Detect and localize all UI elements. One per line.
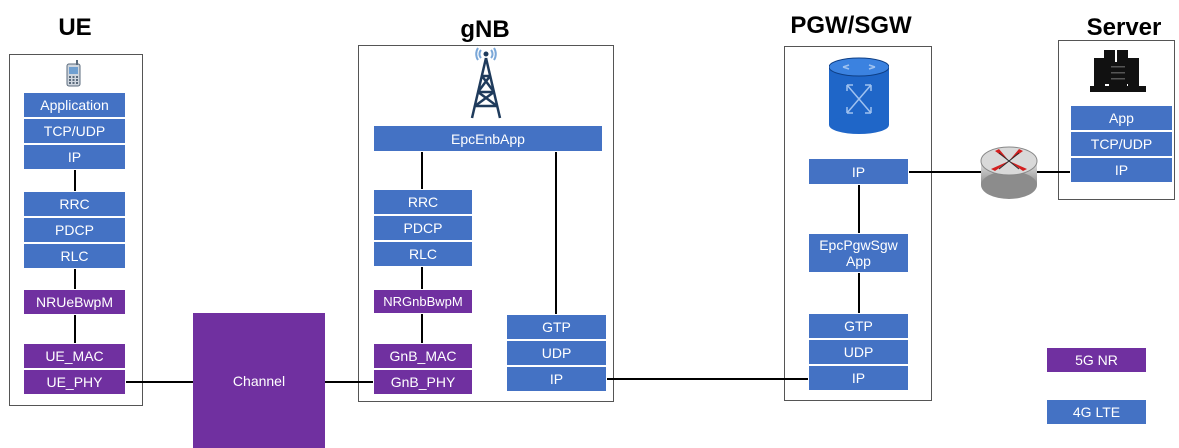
legend-5g-nr: 5G NR [1046,347,1147,373]
gnb-gtp-stack: GTP UDP IP [506,314,607,392]
gnb-rrc-stack: RRC PDCP RLC [373,189,473,267]
gnb-bwpm-block: NRGnbBwpM [373,289,473,314]
ue-pdcp-layer: PDCP [23,217,126,243]
ue-title: UE [58,14,92,41]
ue-mac-layer: UE_MAC [23,343,126,369]
pgw-gtp-layer: GTP [808,313,909,339]
gnb-mac-layer: GnB_MAC [373,343,473,369]
ue-application-layer: Application [23,92,126,118]
gnb-epc-app-block: EpcEnbApp [373,125,603,152]
ue-rrc-layer: RRC [23,191,126,217]
pgw-app-block: EpcPgwSgw App [808,233,909,273]
pgw-ip-top-block: IP [808,158,909,185]
ue-bwpm-block: NRUeBwpM [23,289,126,315]
pgw-gtp-stack: GTP UDP IP [808,313,909,391]
pgw-udp-layer: UDP [808,339,909,365]
server-tcp-udp-layer: TCP/UDP [1070,131,1173,157]
gnb-rlc-layer: RLC [373,241,473,267]
ue-phy-layer: UE_PHY [23,369,126,395]
gnb-ip-layer: IP [506,366,607,392]
ue-mac-phy-stack: UE_MAC UE_PHY [23,343,126,395]
ue-app-stack: Application TCP/UDP IP [23,92,126,170]
ue-tcp-udp-layer: TCP/UDP [23,118,126,144]
ue-rrc-stack: RRC PDCP RLC [23,191,126,269]
server-rack-icon [1090,50,1146,92]
phone-icon [66,60,81,87]
antenna-tower-icon [470,47,502,119]
gnb-udp-layer: UDP [506,340,607,366]
server-ip-layer: IP [1070,157,1173,183]
router-icon [980,146,1038,199]
gnb-gtp-layer: GTP [506,314,607,340]
channel-block: Channel [193,313,325,448]
server-app-layer: App [1070,105,1173,131]
pgw-ip-layer: IP [808,365,909,391]
legend-4g-lte: 4G LTE [1046,399,1147,425]
pgw-title: PGW/SGW [790,12,912,39]
gnb-pdcp-layer: PDCP [373,215,473,241]
server-stack: App TCP/UDP IP [1070,105,1173,183]
server-title: Server [1086,14,1162,41]
ue-rlc-layer: RLC [23,243,126,269]
gnb-mac-phy-stack: GnB_MAC GnB_PHY [373,343,473,395]
ue-ip-layer: IP [23,144,126,170]
gnb-rrc-layer: RRC [373,189,473,215]
gnb-phy-layer: GnB_PHY [373,369,473,395]
gnb-title: gNB [460,16,510,43]
core-router-icon [829,57,889,134]
